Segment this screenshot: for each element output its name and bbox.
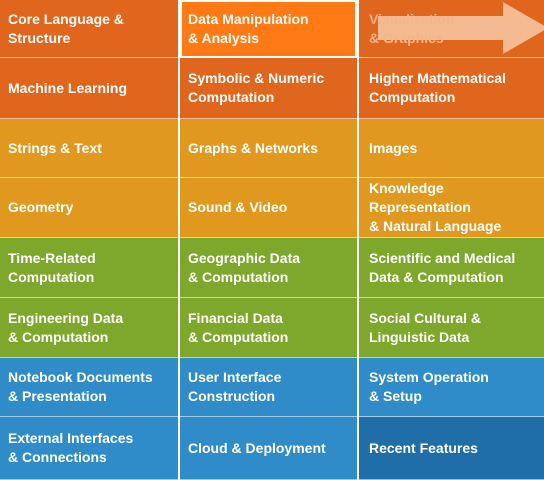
category-label: Visualization & Graphics	[369, 10, 455, 46]
category-label: Notebook Documents & Presentation	[8, 369, 153, 404]
category-label: System Operation & Setup	[369, 369, 489, 404]
category-sound-video[interactable]: Sound & Video	[180, 178, 357, 238]
category-engineering-data[interactable]: Engineering Data & Computation	[0, 298, 178, 358]
category-label: Geographic Data & Computation	[188, 249, 301, 285]
category-label: Sound & Video	[188, 199, 288, 215]
category-label: Cloud & Deployment	[188, 439, 326, 456]
category-label: Geometry	[8, 199, 74, 215]
category-machine-learning[interactable]: Machine Learning	[0, 58, 178, 119]
category-strings-text[interactable]: Strings & Text	[0, 119, 178, 178]
category-label: Strings & Text	[8, 139, 102, 156]
category-label: Scientific and Medical Data & Computatio…	[369, 249, 516, 285]
category-label: Social Cultural & Linguistic Data	[369, 309, 482, 345]
category-core-language-structure[interactable]: Core Language & Structure	[0, 0, 178, 58]
category-time-related-computation[interactable]: Time-Related Computation	[0, 238, 178, 298]
category-scientific-medical-data[interactable]: Scientific and Medical Data & Computatio…	[359, 238, 544, 298]
category-label: External Interfaces & Connections	[8, 430, 134, 465]
category-label: Time-Related Computation	[8, 249, 96, 285]
category-label: Symbolic & Numeric Computation	[188, 70, 325, 105]
category-symbolic-numeric-computation[interactable]: Symbolic & Numeric Computation	[180, 58, 357, 119]
category-images[interactable]: Images	[359, 119, 544, 178]
category-social-cultural-linguistic[interactable]: Social Cultural & Linguistic Data	[359, 298, 544, 358]
category-label: Engineering Data & Computation	[8, 309, 124, 345]
category-visualization-graphics[interactable]: Visualization & Graphics	[359, 0, 544, 58]
category-geographic-data[interactable]: Geographic Data & Computation	[180, 238, 357, 298]
category-user-interface-construction[interactable]: User Interface Construction	[180, 358, 357, 417]
category-graphs-networks[interactable]: Graphs & Networks	[180, 119, 357, 178]
category-label: Recent Features	[369, 439, 478, 456]
category-system-operation-setup[interactable]: System Operation & Setup	[359, 358, 544, 417]
category-recent-features[interactable]: Recent Features	[359, 417, 544, 480]
category-label: User Interface Construction	[188, 369, 282, 404]
category-label: Knowledge Representation & Natural Langu…	[369, 180, 502, 234]
category-data-manipulation-analysis[interactable]: Data Manipulation & Analysis	[180, 0, 357, 58]
category-label: Images	[369, 139, 418, 156]
category-higher-mathematical-computation[interactable]: Higher Mathematical Computation	[359, 58, 544, 119]
category-knowledge-representation[interactable]: Knowledge Representation & Natural Langu…	[359, 178, 544, 238]
category-label: Higher Mathematical Computation	[369, 70, 506, 105]
category-geometry[interactable]: Geometry	[0, 178, 178, 238]
category-label: Financial Data & Computation	[188, 309, 289, 345]
category-financial-data[interactable]: Financial Data & Computation	[180, 298, 357, 358]
category-label: Machine Learning	[8, 79, 128, 96]
category-notebook-documents[interactable]: Notebook Documents & Presentation	[0, 358, 178, 417]
category-cloud-deployment[interactable]: Cloud & Deployment	[180, 417, 357, 480]
category-label: Core Language & Structure	[8, 10, 124, 46]
category-label: Graphs & Networks	[188, 139, 318, 156]
category-external-interfaces[interactable]: External Interfaces & Connections	[0, 417, 178, 480]
category-label: Data Manipulation & Analysis	[188, 11, 309, 46]
